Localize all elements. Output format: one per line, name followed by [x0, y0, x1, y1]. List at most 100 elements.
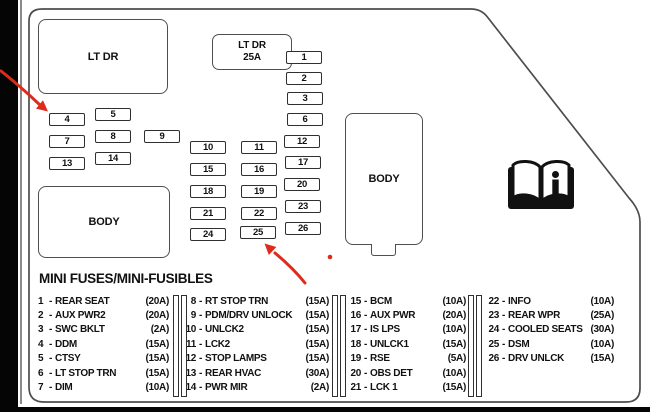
owners-manual-book-icon [508, 160, 574, 209]
fuse-box-11: 11 [241, 141, 277, 154]
bottom-black-border [0, 407, 650, 412]
legend-entry-8: 8-RT STOP TRN(15A) [182, 294, 330, 308]
lt-dr-25a-fuse-block: LT DR 25A [212, 34, 292, 70]
legend-entry-13: 13-REAR HVAC(30A) [182, 366, 329, 380]
legend-column-3: 15-BCM(10A)16-AUX PWR(20A)17-IS LPS(10A)… [347, 294, 466, 395]
legend-entry-name: DDM [55, 338, 77, 350]
legend-entry-name: RSE [370, 353, 390, 365]
fuse-strip-separator-2a [332, 295, 338, 397]
legend-entry-14: 14-PWR MIR(2A) [182, 380, 329, 394]
legend-entry-dash: - [49, 353, 53, 365]
legend-entry-amperage: (15A) [145, 338, 169, 350]
legend-entry-amperage: (20A) [442, 310, 466, 322]
fuse-strip-separator-1a [173, 295, 179, 397]
legend-entry-6: 6-LT STOP TRN(15A) [38, 366, 169, 380]
fuse-box-21: 21 [190, 207, 226, 220]
fuse-box-1: 1 [286, 51, 322, 64]
legend-entry-19: 19-RSE (5A) [347, 352, 466, 366]
legend-entry-number: 2 [38, 310, 44, 322]
legend-entry-number: 10 [185, 324, 196, 336]
legend-entry-dash: - [199, 367, 203, 379]
legend-entry-amperage: (15A) [305, 338, 329, 350]
legend-entry-dash: - [364, 367, 368, 379]
legend-entry-number: 1 [38, 295, 44, 307]
body-connector-right-label: BODY [368, 173, 400, 185]
fuse-strip-separator-2b [339, 295, 346, 397]
legend-entry-number: 14 [185, 382, 196, 394]
legend-entry-dash: - [49, 310, 53, 322]
fuse-box-4: 4 [49, 113, 85, 126]
legend-entry-dash: - [49, 324, 53, 336]
legend-entry-amperage: (15A) [590, 353, 614, 365]
lt-dr-connector-label: LT DR [87, 50, 119, 63]
legend-entry-dash: - [364, 324, 368, 336]
legend-entry-amperage: (5A) [447, 353, 467, 365]
legend-entry-name: LT STOP TRN [55, 367, 117, 379]
legend-entry-name: PWR MIR [205, 382, 248, 394]
legend-entry-dash: - [364, 382, 368, 394]
legend-entry-amperage: (10A) [442, 367, 466, 379]
fuse-box-10: 10 [190, 141, 226, 154]
fuse-box-26: 26 [285, 222, 321, 235]
fuse-box-9: 9 [144, 130, 180, 143]
legend-entry-number: 24 [488, 324, 499, 336]
legend-entry-21: 21-LCK 1(15A) [347, 380, 466, 394]
legend-entry-number: 23 [488, 310, 499, 322]
fuse-box-3: 3 [287, 92, 323, 105]
legend-entry-name: OBS DET [370, 367, 413, 379]
legend-column-1: 1-REAR SEAT(20A)2-AUX PWR2(20A)3-SWC BKL… [38, 294, 169, 395]
legend-entry-dash: - [364, 353, 368, 365]
legend-entry-18: 18-UNLCK1(15A) [347, 337, 466, 351]
legend-entry-dash: - [49, 338, 53, 350]
legend-entry-dash: - [502, 353, 506, 365]
fuse-box-8: 8 [95, 130, 131, 143]
page-edge-line [20, 0, 22, 404]
legend-entry-number: 12 [185, 353, 196, 365]
legend-entry-name: REAR SEAT [55, 295, 110, 307]
legend-entry-amperage: (15A) [442, 382, 466, 394]
legend-column-2: 8-RT STOP TRN(15A)9-PDM/DRV UNLOCK(15A)1… [182, 294, 329, 395]
fuse-strip-separator-3a [468, 295, 474, 397]
legend-entry-amperage: (15A) [305, 310, 329, 322]
fuse-box-17: 17 [285, 156, 321, 169]
legend-entry-number: 25 [488, 338, 499, 350]
legend-entry-amperage: (15A) [305, 295, 329, 307]
fuse-box-13: 13 [49, 157, 85, 170]
fuse-box-12: 12 [284, 135, 320, 148]
legend-entry-dash: - [199, 353, 203, 365]
legend-entry-number: 11 [186, 338, 196, 350]
legend-entry-dash: - [49, 382, 53, 394]
fuse-box-15: 15 [190, 163, 226, 176]
legend-entry-number: 17 [350, 324, 361, 336]
legend-entry-11: 11-LCK2(15A) [182, 337, 329, 351]
legend-entry-number: 13 [185, 367, 196, 379]
legend-entry-24: 24-COOLED SEATS(30A) [485, 323, 614, 337]
legend-entry-20: 20-OBS DET(10A) [347, 366, 466, 380]
legend-entry-4: 4-DDM(15A) [38, 337, 169, 351]
legend-entry-amperage: (20A) [145, 295, 169, 307]
legend-entry-number: 21 [350, 382, 361, 394]
lt-dr-connector: LT DR [38, 19, 168, 94]
legend-entry-name: DRV UNLCK [508, 353, 565, 365]
legend-entry-name: BCM [370, 295, 392, 307]
legend-entry-number: 19 [350, 353, 361, 365]
body-connector-left-label: BODY [88, 216, 120, 228]
legend-entry-12: 12-STOP LAMPS(15A) [182, 352, 329, 366]
legend-column-4: 22-INFO(10A)23-REAR WPR(25A)24-COOLED SE… [485, 294, 614, 366]
legend-entry-number: 7 [38, 382, 44, 394]
red-dot-mark [327, 254, 333, 260]
legend-entry-5: 5-CTSY(15A) [38, 352, 169, 366]
legend-entry-amperage: (2A) [150, 324, 170, 336]
legend-entry-2: 2-AUX PWR2(20A) [38, 308, 169, 322]
arrow-to-fuse-25 [264, 243, 307, 285]
legend-entry-name: LCK2 [205, 338, 230, 350]
legend-entry-amperage: (15A) [145, 353, 169, 365]
legend-entry-amperage: (15A) [305, 324, 329, 336]
legend-entry-name: SWC BKLT [55, 324, 105, 336]
legend-entry-name: INFO [508, 295, 531, 307]
body-connector-right-tab [371, 243, 396, 256]
legend-entry-name: COOLED SEATS [508, 324, 583, 336]
legend-entry-number: 15 [350, 295, 361, 307]
left-black-border [0, 0, 18, 412]
fuse-box-25: 25 [240, 226, 276, 239]
